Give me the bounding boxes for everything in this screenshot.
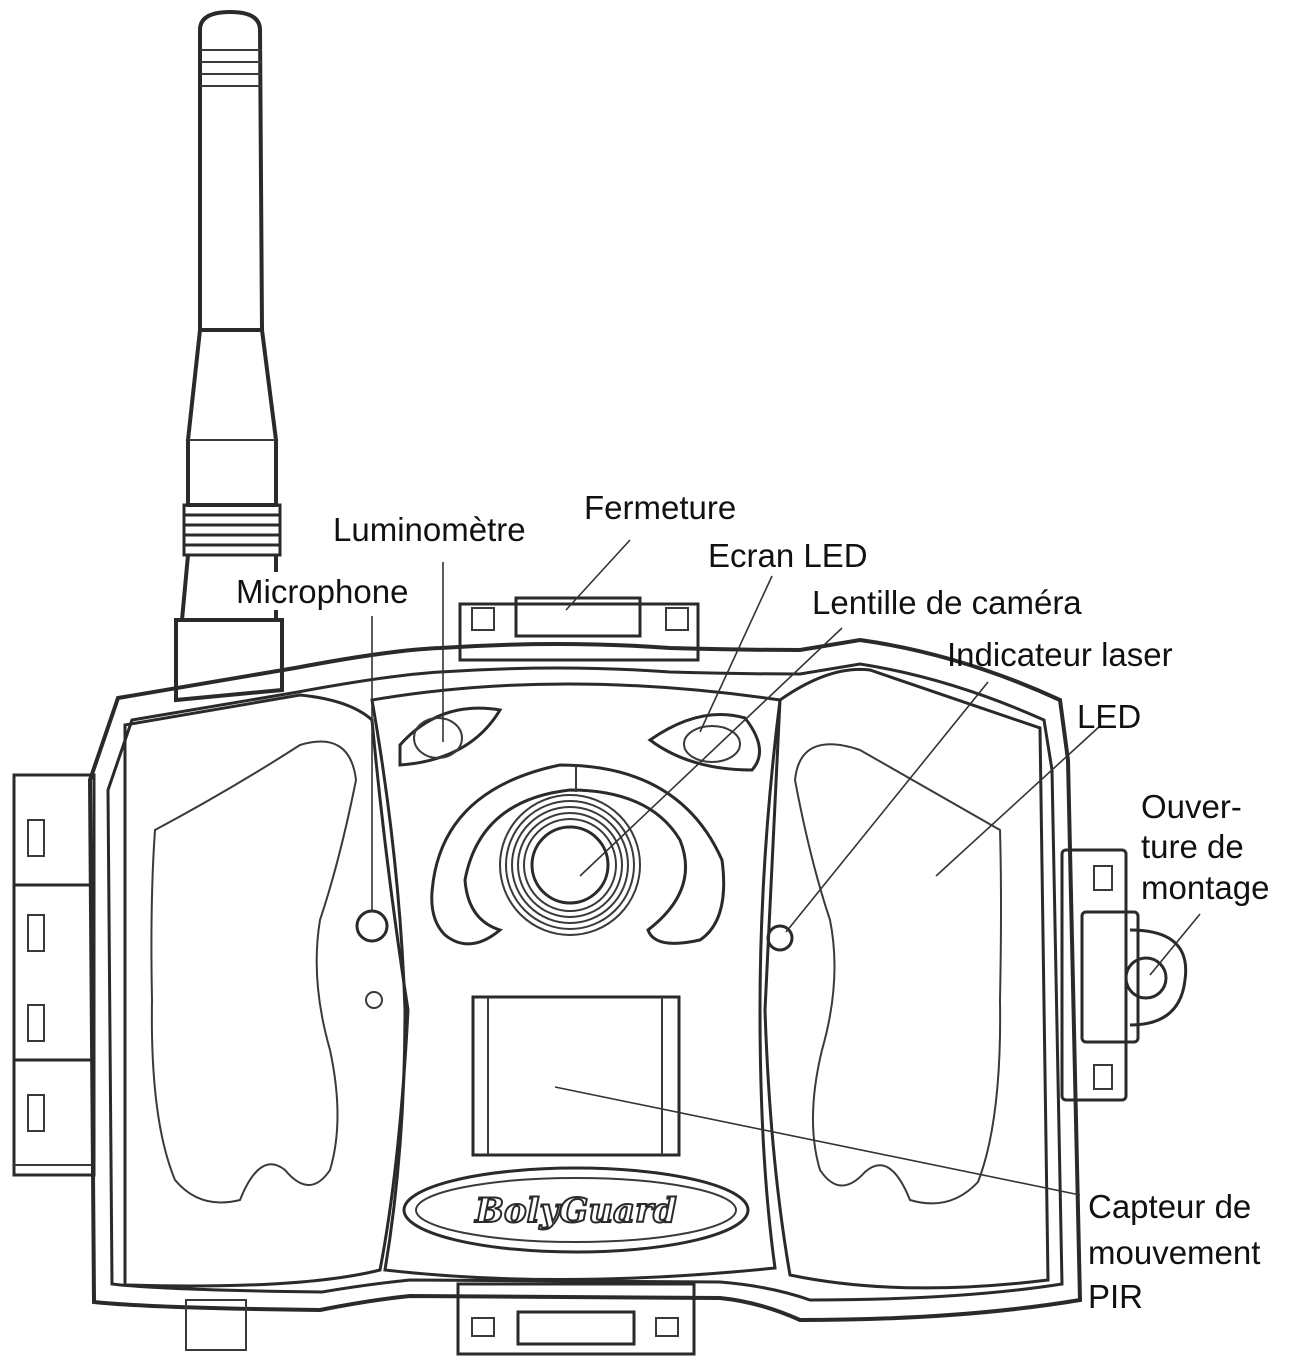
logo-text: BolyGuard [474,1191,677,1231]
antenna-tip [198,9,265,332]
label-ouverture-line3: montage [1141,869,1269,906]
ir-led-array [430,763,726,946]
label-lentille-camera: Lentille de caméra [812,584,1082,621]
leader-indicateur-laser [785,681,989,933]
right-mount-bracket [1060,848,1188,1102]
leader-fermeture [565,539,631,611]
leader-lines [371,539,1201,1196]
leader-lentille [579,627,843,877]
label-ecran-led: Ecran LED [708,537,868,574]
label-capteur-line2: mouvement [1088,1234,1260,1271]
luminometre-window [398,706,503,767]
camera-case [87,596,1083,1356]
top-latch [458,602,700,662]
label-capteur-line3: PIR [1088,1278,1143,1315]
camera-lens [499,794,641,936]
right-ir-panel [763,667,1050,1290]
callout-labels: Fermeture Luminomètre Ecran LED Micropho… [236,489,1269,1315]
label-capteur-line1: Capteur de [1088,1188,1251,1225]
bolyguard-logo: BolyGuard [402,1166,750,1254]
label-indicateur-laser: Indicateur laser [947,636,1173,673]
antenna-taper [186,329,278,507]
label-ouverture-line1: Ouver- [1141,788,1242,825]
leader-ouverture [1149,913,1201,976]
leader-ecran-led [699,575,773,733]
mount-hole-icon [1124,956,1168,1000]
left-ir-panel [123,693,410,1288]
led-screen-window [647,712,761,772]
leader-led [935,725,1101,877]
left-strap-bracket [12,773,96,1177]
antenna [174,9,284,703]
center-panel: BolyGuard [355,682,794,1281]
laser-indicator [766,924,794,952]
label-luminometre: Luminomètre [333,511,526,548]
pir-sensor [471,995,681,1157]
microphone-hole [355,909,389,943]
label-fermeture: Fermeture [584,489,736,526]
antenna-base [174,618,284,703]
label-ouverture-line2: ture de [1141,828,1244,865]
label-microphone: Microphone [236,573,408,610]
label-led: LED [1077,698,1141,735]
bottom-latch [456,1282,696,1356]
leader-capteur [554,1086,1081,1196]
